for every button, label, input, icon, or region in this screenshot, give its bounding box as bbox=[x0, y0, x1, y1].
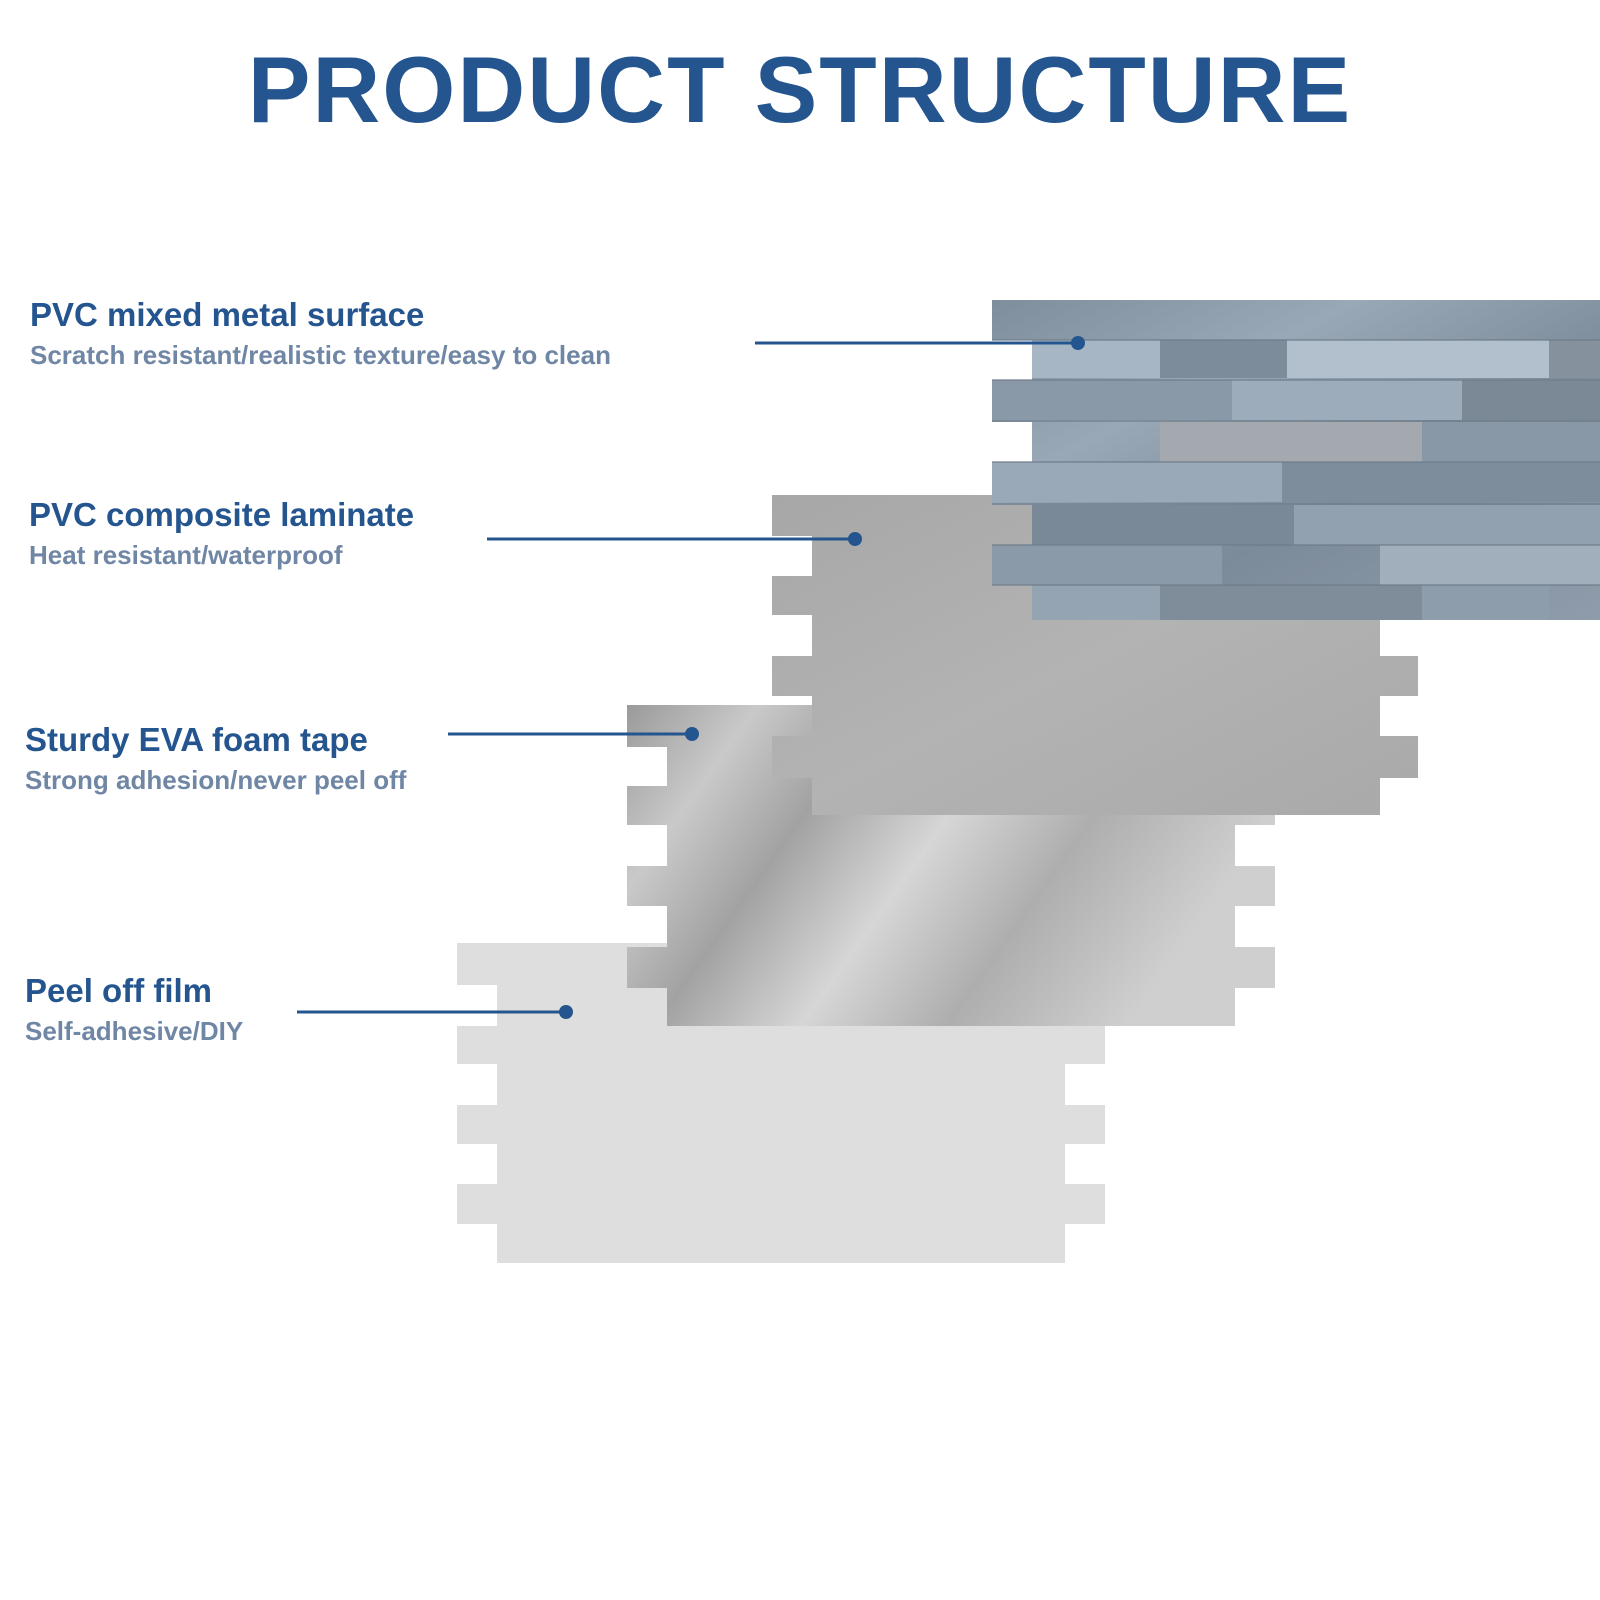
leader-line-foam bbox=[448, 727, 699, 741]
layer-description: Heat resistant/waterproof bbox=[29, 540, 343, 570]
layer-name: PVC mixed metal surface bbox=[30, 296, 425, 333]
layer-name: Sturdy EVA foam tape bbox=[25, 721, 368, 758]
leader-dot bbox=[559, 1005, 573, 1019]
leader-line-surface bbox=[755, 336, 1085, 350]
leader-dot bbox=[685, 727, 699, 741]
leader-line-film bbox=[297, 1005, 573, 1019]
leader-dot bbox=[848, 532, 862, 546]
layer-description: Self-adhesive/DIY bbox=[25, 1016, 244, 1046]
leader-dot bbox=[1071, 336, 1085, 350]
layer-label-film: Peel off film Self-adhesive/DIY bbox=[25, 972, 243, 1047]
layer-description: Strong adhesion/never peel off bbox=[25, 765, 407, 795]
pvc-mixed-metal-surface-layer bbox=[992, 300, 1600, 620]
layer-description: Scratch resistant/realistic texture/easy… bbox=[30, 340, 611, 370]
page-title: PRODUCT STRUCTURE bbox=[247, 37, 1353, 142]
leader-line-laminate bbox=[487, 532, 862, 546]
layer-label-surface: PVC mixed metal surface Scratch resistan… bbox=[30, 296, 611, 371]
layer-label-laminate: PVC composite laminate Heat resistant/wa… bbox=[29, 496, 414, 571]
layer-name: Peel off film bbox=[25, 972, 213, 1009]
layer-label-foam: Sturdy EVA foam tape Strong adhesion/nev… bbox=[25, 721, 406, 796]
layer-name: PVC composite laminate bbox=[29, 496, 415, 533]
